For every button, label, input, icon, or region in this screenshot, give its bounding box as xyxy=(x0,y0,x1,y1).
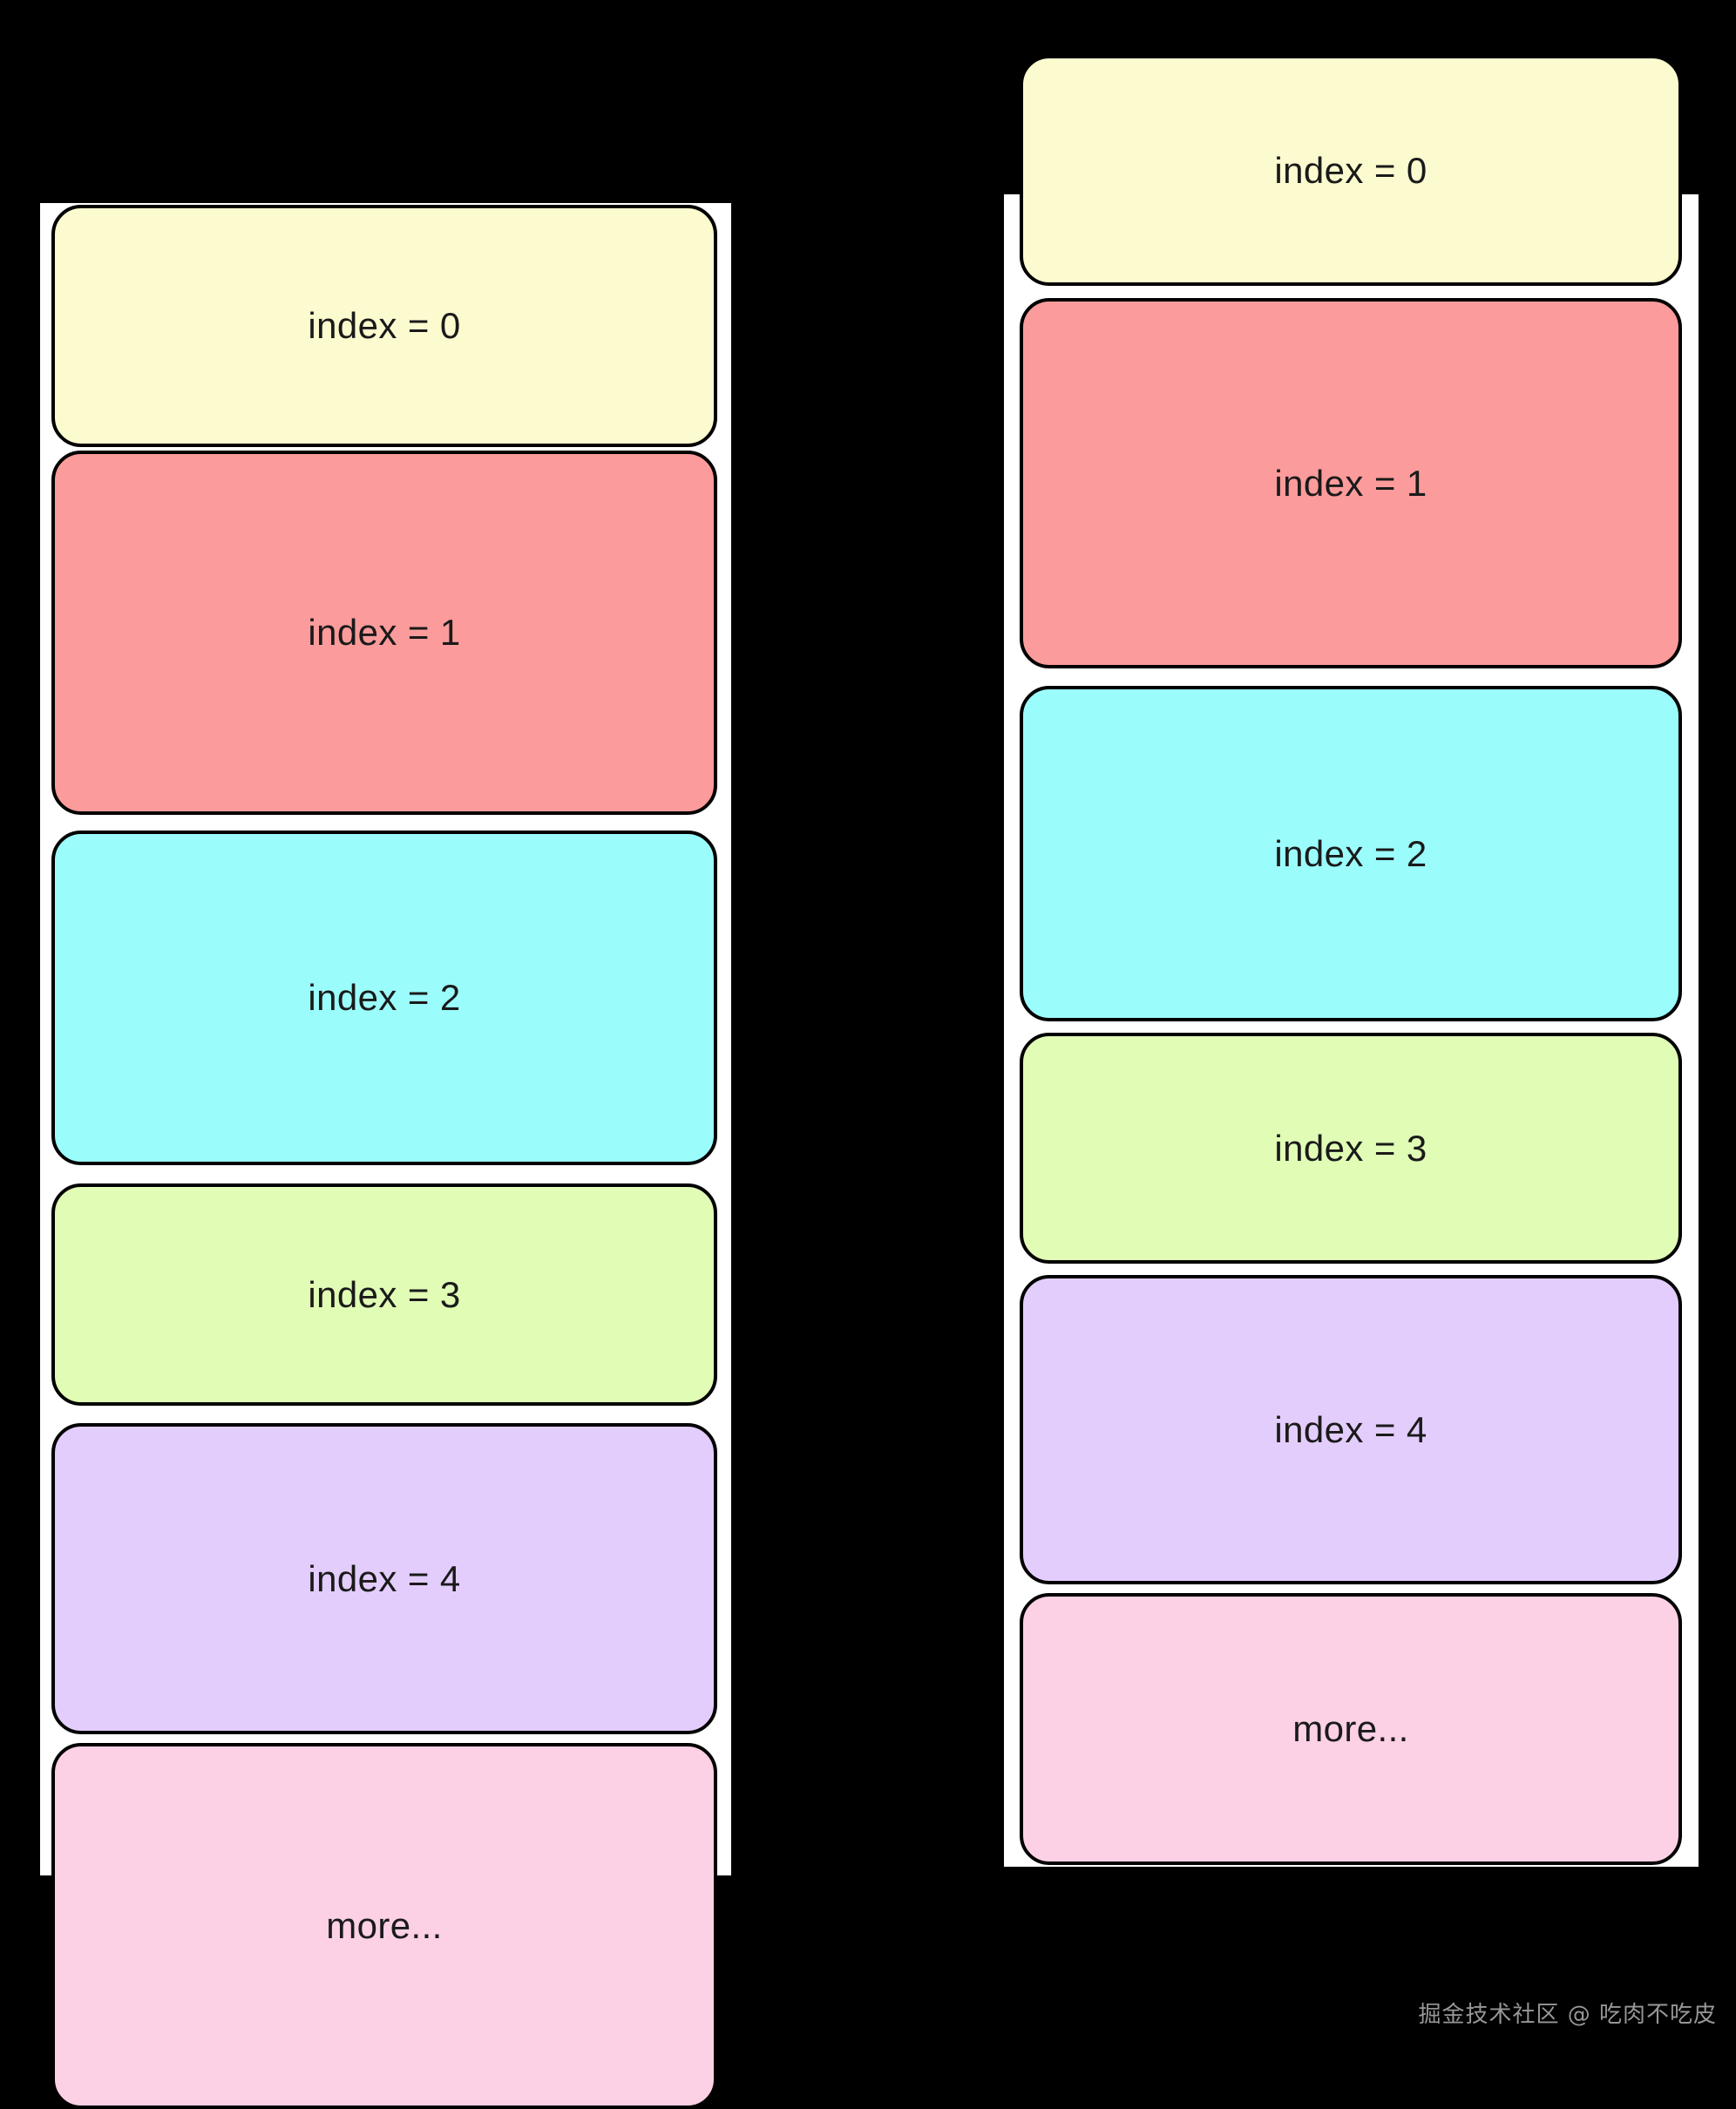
list-item-label: index = 2 xyxy=(308,977,461,1018)
list-item[interactable]: index = 4 xyxy=(51,1423,717,1734)
list-item[interactable]: index = 3 xyxy=(51,1183,717,1406)
list-item[interactable]: index = 0 xyxy=(51,205,717,447)
list-item[interactable]: index = 2 xyxy=(1020,686,1682,1021)
list-item-label: index = 3 xyxy=(1274,1127,1427,1169)
watermark-label: 掘金技术社区 @ 吃肉不吃皮 xyxy=(1418,2002,1717,2028)
list-item[interactable]: more... xyxy=(1020,1593,1682,1865)
list-item-label: index = 0 xyxy=(1274,149,1427,191)
list-item-label: index = 0 xyxy=(308,305,461,346)
list-item-label: more... xyxy=(1292,1708,1409,1749)
list-item-label: index = 1 xyxy=(1274,462,1427,504)
list-item-label: index = 3 xyxy=(308,1273,461,1315)
list-item-label: index = 4 xyxy=(308,1557,461,1599)
list-item-label: index = 2 xyxy=(1274,832,1427,874)
list-item-label: more... xyxy=(326,1905,443,1946)
list-item[interactable]: index = 1 xyxy=(51,451,717,815)
list-item[interactable]: index = 3 xyxy=(1020,1033,1682,1264)
list-item-label: index = 1 xyxy=(308,612,461,653)
list-item[interactable]: index = 0 xyxy=(1020,55,1682,286)
list-item[interactable]: more... xyxy=(51,1743,717,2109)
list-item[interactable]: index = 2 xyxy=(51,831,717,1165)
diagram-canvas: index = 0 index = 1 index = 2 index = 3 inde… xyxy=(40,55,1717,2109)
list-item[interactable]: index = 4 xyxy=(1020,1275,1682,1584)
list-item[interactable]: index = 1 xyxy=(1020,298,1682,668)
list-item-label: index = 4 xyxy=(1274,1408,1427,1450)
